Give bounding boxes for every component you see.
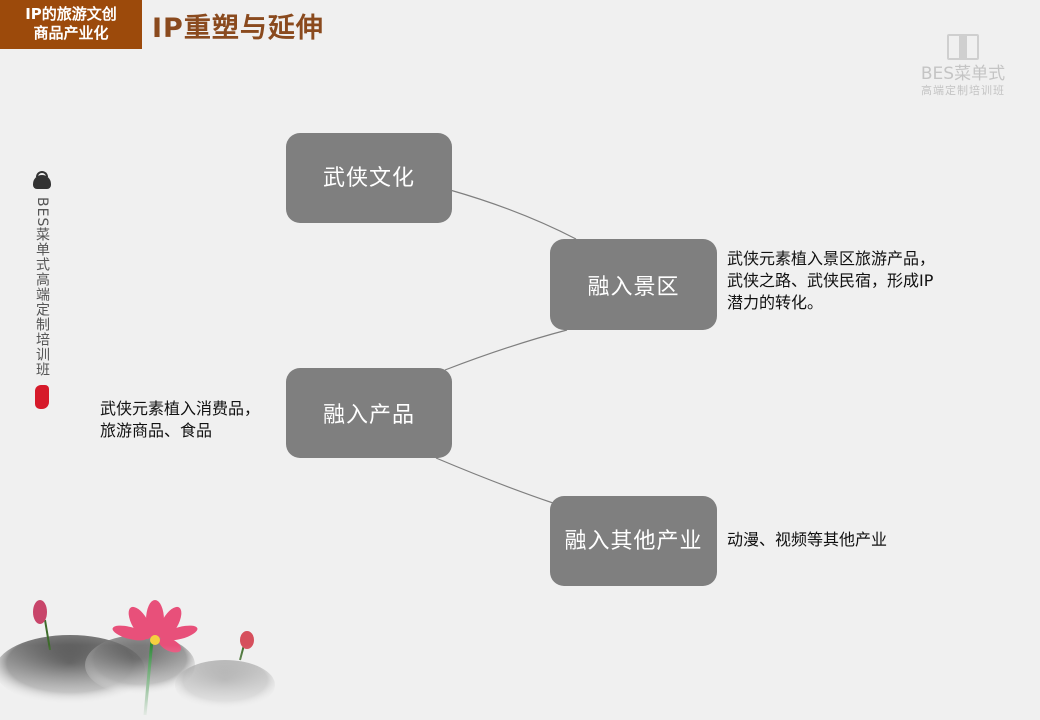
desc-product: 武侠元素植入消费品， 旅游商品、食品: [100, 398, 260, 442]
desc-line: 旅游商品、食品: [100, 421, 213, 440]
badge-line-2: 商品产业化: [33, 24, 109, 42]
node-wuxia-culture[interactable]: 武侠文化: [286, 133, 452, 223]
edge-scenic-product: [444, 329, 568, 371]
logo-subtitle: 高端定制培训班: [921, 84, 1005, 97]
node-product[interactable]: 融入产品: [286, 368, 452, 458]
desc-line: 武侠之路、武侠民宿，形成IP: [727, 271, 934, 290]
teapot-icon: [33, 171, 51, 189]
desc-line: 武侠元素植入景区旅游产品，: [727, 249, 936, 268]
lotus-bud: [240, 631, 254, 649]
desc-other: 动漫、视频等其他产业: [727, 529, 887, 551]
node-label: 融入产品: [322, 403, 415, 428]
section-badge: IP的旅游文创 商品产业化: [0, 0, 142, 49]
node-label: 武侠文化: [322, 166, 415, 191]
lotus-bud: [33, 600, 47, 624]
node-label: 融入景区: [587, 274, 680, 300]
side-banner-text: BES菜单式高端定制培训班: [34, 197, 50, 378]
node-label: 融入其他产业: [564, 529, 703, 554]
lotus-painting: [0, 600, 300, 720]
desc-line: 潜力的转化。: [727, 293, 824, 312]
logo-icon: [947, 34, 979, 60]
badge-line-1: IP的旅游文创: [25, 5, 117, 23]
seal-icon: [35, 385, 49, 410]
desc-scenic: 武侠元素植入景区旅游产品， 武侠之路、武侠民宿，形成IP 潜力的转化。: [727, 248, 935, 314]
page-title: IP重塑与延伸: [152, 13, 324, 44]
node-other-industry[interactable]: 融入其他产业: [550, 496, 717, 586]
brand-logo: BES菜单式 高端定制培训班: [918, 34, 1008, 98]
edge-product-other: [435, 457, 554, 504]
node-scenic[interactable]: 融入景区: [550, 239, 717, 330]
desc-line: 动漫、视频等其他产业: [727, 530, 888, 549]
edge-wuxia-scenic: [449, 189, 577, 240]
desc-line: 武侠元素植入消费品，: [100, 399, 261, 418]
logo-brand: BES菜单式: [920, 64, 1006, 84]
side-banner: BES菜单式高端定制培训班: [31, 171, 53, 410]
